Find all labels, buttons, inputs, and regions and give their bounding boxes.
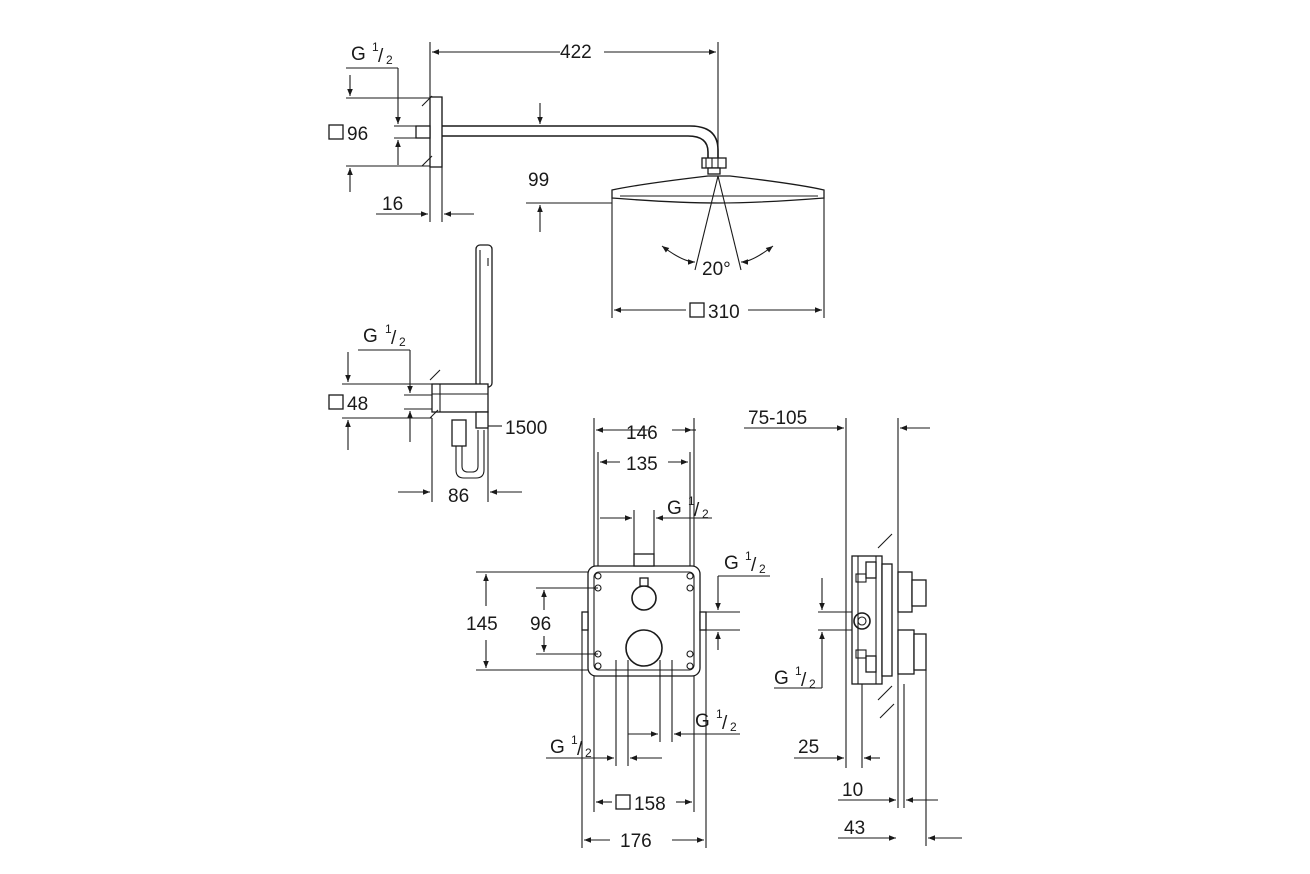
dim-10: 10	[842, 780, 863, 801]
lower-valve	[625, 629, 663, 667]
arm-connector	[415, 125, 431, 139]
svg-text:1: 1	[716, 707, 723, 721]
dim-1500: 1500	[505, 418, 547, 439]
svg-text:G: G	[695, 711, 710, 732]
head-shower	[611, 175, 825, 204]
svg-text:2: 2	[730, 720, 737, 734]
dim-25: 25	[798, 737, 819, 758]
shower-arm	[442, 125, 719, 158]
dim-310: 310	[708, 302, 740, 323]
svg-text:/: /	[378, 46, 384, 67]
dim-146: 146	[626, 423, 658, 444]
dim-96-arm: 96	[347, 124, 368, 145]
svg-text:1: 1	[688, 494, 695, 508]
svg-text:1: 1	[385, 322, 392, 336]
dim-422: 422	[560, 42, 592, 63]
svg-text:G: G	[774, 668, 789, 689]
svg-text:1: 1	[745, 549, 752, 563]
svg-text:/: /	[694, 500, 700, 521]
dim-16: 16	[382, 194, 403, 215]
dim-135: 135	[626, 454, 658, 475]
dim-86: 86	[448, 486, 469, 507]
thread-label-arm: G 1 / 2	[346, 40, 416, 165]
thread-label-right: G 1 / 2	[706, 549, 770, 650]
svg-text:2: 2	[809, 677, 816, 691]
concealed-body-front: 146 135 G 1 / 2 G 1 / 2	[466, 418, 770, 852]
dim-20-deg: 20°	[702, 259, 731, 280]
svg-text:2: 2	[759, 562, 766, 576]
svg-text:1: 1	[372, 40, 379, 54]
concealed-body-side: 75-105 G 1 / 2 25 10 43	[744, 408, 962, 846]
svg-text:/: /	[391, 328, 397, 349]
svg-text:/: /	[722, 713, 728, 734]
dim-176: 176	[620, 831, 652, 852]
svg-text:G: G	[351, 44, 366, 65]
hand-shower-view: G 1 / 2 48 1500 86	[328, 244, 547, 507]
head-shower-view: 20° 422 G 1 / 2 96 16	[328, 40, 825, 323]
svg-text:2: 2	[702, 507, 709, 521]
dim-99: 99	[528, 170, 549, 191]
svg-text:G: G	[363, 326, 378, 347]
square-symbol	[328, 124, 344, 140]
svg-text:G: G	[724, 553, 739, 574]
dim-48: 48	[347, 394, 368, 415]
svg-text:1: 1	[795, 664, 802, 678]
thread-label-bottom-left: G 1 / 2	[546, 676, 662, 766]
dim-96-box: 96	[530, 614, 551, 635]
svg-text:/: /	[577, 739, 583, 760]
svg-text:2: 2	[585, 746, 592, 760]
svg-text:G: G	[667, 498, 682, 519]
svg-text:2: 2	[386, 53, 393, 67]
dim-43: 43	[844, 818, 865, 839]
thread-label-hand: G 1 / 2	[358, 322, 432, 442]
thread-label-side: G 1 / 2	[774, 578, 852, 691]
svg-text:/: /	[801, 670, 807, 691]
thread-label-bottom-right: G 1 / 2	[628, 676, 740, 742]
dim-158: 158	[634, 794, 666, 815]
dim-75-105: 75-105	[748, 408, 807, 429]
dim-145: 145	[466, 614, 498, 635]
thread-label-top: G 1 / 2	[600, 494, 712, 554]
svg-text:G: G	[550, 737, 565, 758]
svg-text:2: 2	[399, 335, 406, 349]
svg-text:/: /	[751, 555, 757, 576]
svg-text:1: 1	[571, 733, 578, 747]
shower-hose	[455, 430, 485, 479]
wall-outlet-holder	[431, 383, 489, 413]
hand-shower	[475, 244, 493, 388]
